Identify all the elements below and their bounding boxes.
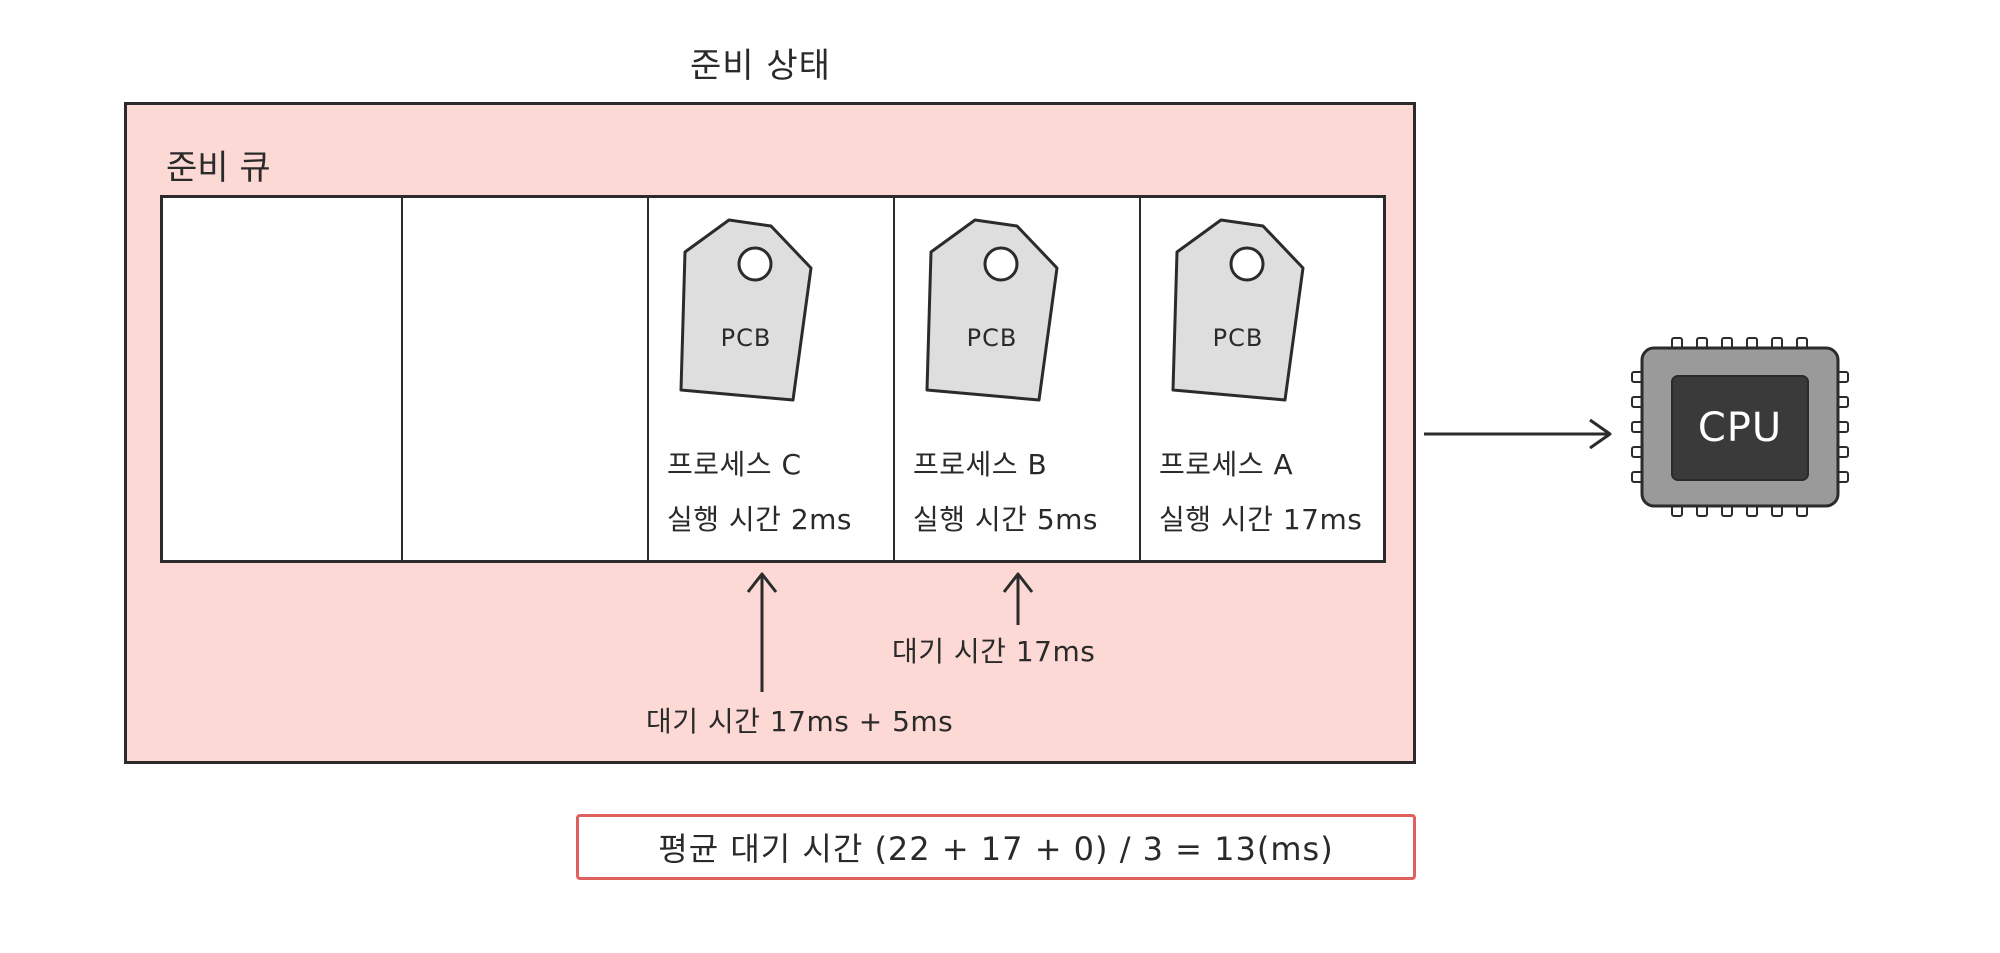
cpu-label: CPU — [1697, 405, 1783, 451]
pcb-label: PCB — [720, 324, 772, 352]
process-runtime: 실행 시간 2ms — [667, 503, 853, 536]
arrow-up-process-c — [746, 572, 778, 692]
average-wait-time-text: 평균 대기 시간 (22 + 17 + 0) / 3 = 13(ms) — [658, 830, 1334, 868]
ready-state-title: 준비 상태 — [690, 46, 831, 86]
pcb-label: PCB — [966, 324, 1018, 352]
process-runtime: 실행 시간 17ms — [1159, 503, 1363, 536]
process-name: 프로세스 B — [913, 448, 1048, 481]
pcb-tag-icon: PCB — [671, 216, 821, 406]
cpu-chip-icon — [1631, 337, 1849, 517]
ready-queue-label: 준비 큐 — [166, 148, 271, 188]
process-name: 프로세스 C — [667, 448, 802, 481]
arrow-right-to-cpu — [1424, 418, 1612, 450]
queue-slot-process-a: PCB 프로세스 A 실행 시간 17ms — [1141, 198, 1383, 560]
average-wait-time-box: 평균 대기 시간 (22 + 17 + 0) / 3 = 13(ms) — [576, 814, 1416, 880]
wait-time-process-c: 대기 시간 17ms + 5ms — [646, 705, 954, 738]
pcb-label: PCB — [1212, 324, 1264, 352]
pcb-tag-icon: PCB — [1163, 216, 1313, 406]
queue-slot-process-b: PCB 프로세스 B 실행 시간 5ms — [895, 198, 1141, 560]
queue-slot-empty-1 — [163, 198, 403, 560]
arrow-up-process-b — [1002, 572, 1034, 625]
wait-time-process-b: 대기 시간 17ms — [892, 635, 1096, 668]
queue-slot-process-c: PCB 프로세스 C 실행 시간 2ms — [649, 198, 895, 560]
process-runtime: 실행 시간 5ms — [913, 503, 1099, 536]
process-name: 프로세스 A — [1159, 448, 1294, 481]
queue-slot-empty-2 — [403, 198, 649, 560]
ready-queue: PCB 프로세스 C 실행 시간 2ms PCB 프로세스 B 실행 시간 5m… — [160, 195, 1386, 563]
pcb-tag-icon: PCB — [917, 216, 1067, 406]
